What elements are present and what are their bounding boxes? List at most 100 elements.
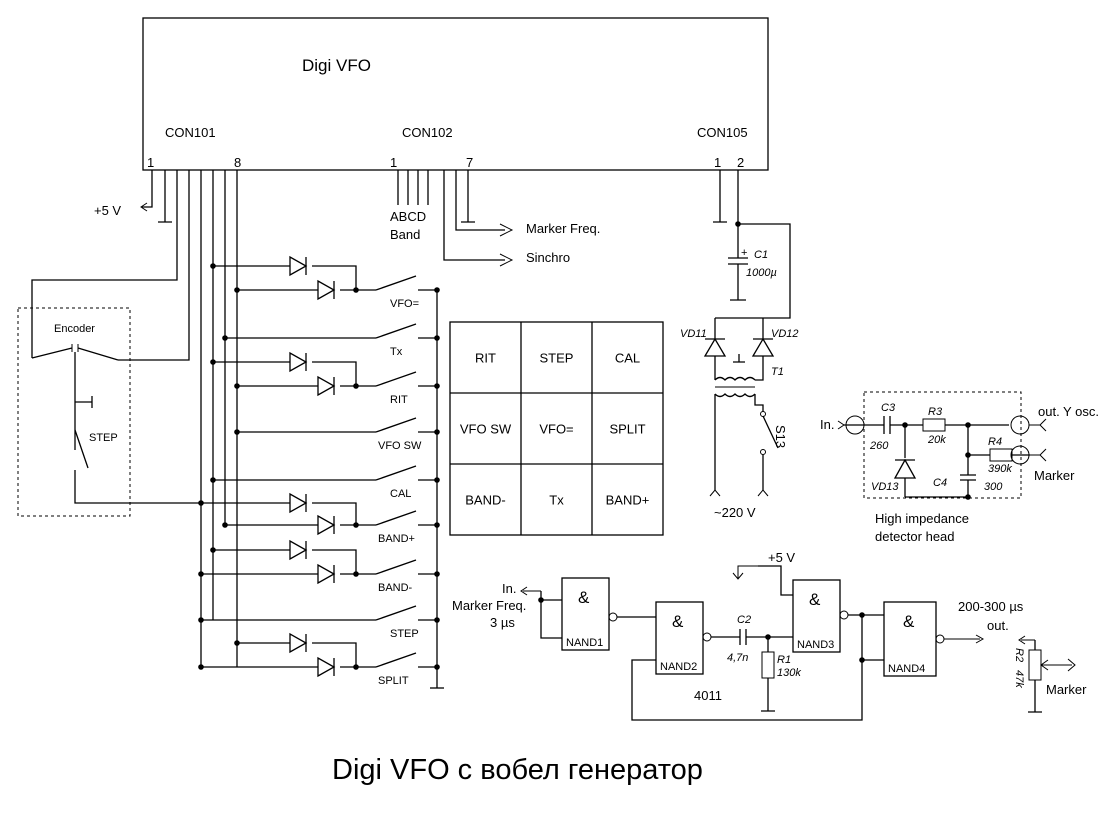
junction-dot — [234, 429, 240, 435]
switch-label: STEP — [390, 628, 419, 640]
detector-head: In. C3 260 R3 20k VD13 C4 300 R4 390k ou… — [820, 391, 1099, 544]
junction-dot — [234, 287, 240, 293]
mg-out-1: 200-300 µs — [958, 599, 1024, 614]
switch-label: VFO= — [390, 298, 419, 310]
diagram-caption: Digi VFO с вобел генератор — [332, 754, 703, 786]
c3-value: 260 — [869, 440, 889, 452]
junction-dot — [210, 547, 216, 553]
junction-dot — [353, 383, 359, 389]
diode-wire — [237, 642, 357, 667]
marker-freq-label: Marker Freq. — [526, 221, 600, 236]
switch-contact — [375, 323, 417, 339]
con101-label: CON101 — [165, 125, 216, 140]
junction-dot — [198, 571, 204, 577]
switch-contact — [375, 417, 417, 433]
diode-symbol — [317, 375, 336, 397]
r1-value: 130k — [777, 667, 801, 679]
diode-wire — [213, 265, 357, 290]
switch-contact — [375, 559, 417, 575]
junction-dot — [198, 664, 204, 670]
switch-label: Tx — [390, 346, 403, 358]
vd13-label: VD13 — [871, 481, 899, 493]
c4-value: 300 — [984, 481, 1003, 493]
junction-dot — [198, 617, 204, 623]
c1-value: 1000µ — [746, 267, 777, 279]
mains-label: ~220 V — [714, 505, 756, 520]
junction-dot — [210, 359, 216, 365]
det-caption-2: detector head — [875, 529, 955, 544]
switch-label: RIT — [390, 394, 408, 406]
diode-symbol — [289, 255, 308, 277]
con105-label: CON105 — [697, 125, 748, 140]
abcd-label: ABCD — [390, 209, 426, 224]
c3-label: C3 — [881, 402, 896, 414]
diode-wire — [213, 361, 357, 386]
junction-dot — [222, 522, 228, 528]
diode-symbol — [289, 632, 308, 654]
t1-label: T1 — [771, 366, 784, 378]
mg-out-2: out. — [987, 618, 1009, 633]
c1-label: C1 — [754, 249, 768, 261]
r2-label: R2 — [1013, 648, 1025, 662]
diode-symbol — [289, 492, 308, 514]
pin-label: 1 — [390, 155, 397, 170]
nand2-symbol: & — [672, 612, 684, 631]
nand1-symbol: & — [578, 588, 590, 607]
switch-label: CAL — [390, 488, 411, 500]
power-supply: + C1 1000µ VD11 VD12 T1 S13 ~220 V — [680, 170, 799, 520]
marker-generator: In. Marker Freq. 3 µs & NAND1 & NAND2 C2… — [452, 550, 1087, 721]
digi-vfo-block: Digi VFO CON101 CON102 CON105 1 8 1 7 1 … — [142, 17, 769, 171]
con102-label: CON102 — [402, 125, 453, 140]
keypad-key: RIT — [475, 351, 496, 366]
det-in-label: In. — [820, 417, 834, 432]
diode-symbol — [289, 351, 308, 373]
switch-contact — [375, 605, 417, 621]
mg-in-freq: Marker Freq. — [452, 598, 526, 613]
junction-dot — [434, 335, 440, 341]
junction-dot — [234, 640, 240, 646]
junction-dot — [434, 522, 440, 528]
junction-dot — [353, 287, 359, 293]
junction-dot — [210, 263, 216, 269]
pin-label: 7 — [466, 155, 473, 170]
r3-value: 20k — [927, 434, 946, 446]
nand2-label: NAND2 — [660, 661, 697, 673]
r2-value: 47k — [1013, 670, 1025, 688]
junction-dot — [434, 617, 440, 623]
plus-sign: + — [741, 247, 747, 259]
junction-dot — [353, 522, 359, 528]
junction-dot — [434, 477, 440, 483]
keypad-key: STEP — [540, 351, 574, 366]
nand4-label: NAND4 — [888, 663, 925, 675]
keypad-key: BAND+ — [606, 493, 650, 508]
switch-contact — [375, 652, 417, 668]
diode-symbol — [317, 514, 336, 536]
switch-label: SPLIT — [378, 675, 409, 687]
diode-symbol — [289, 539, 308, 561]
keypad-key: VFO= — [539, 422, 573, 437]
keypad-key: CAL — [615, 351, 640, 366]
pin-label: 1 — [147, 155, 154, 170]
vd12-label: VD12 — [771, 328, 799, 340]
switch-label: BAND- — [378, 582, 413, 594]
switch-contact — [375, 371, 417, 387]
nand3-symbol: & — [809, 590, 821, 609]
junction-dot — [434, 664, 440, 670]
c2-label: C2 — [737, 614, 751, 626]
diode-symbol — [317, 563, 336, 585]
det-caption-1: High impedance — [875, 511, 969, 526]
keypad-key: BAND- — [465, 493, 505, 508]
r4-label: R4 — [988, 436, 1002, 448]
mg-in-label: In. — [502, 581, 516, 596]
c2-value: 4,7n — [727, 652, 748, 664]
supply-label: +5 V — [94, 203, 121, 218]
c4-label: C4 — [933, 477, 947, 489]
r3-label: R3 — [928, 406, 943, 418]
mg-supply-label: +5 V — [768, 550, 795, 565]
mg-in-time: 3 µs — [490, 615, 515, 630]
con102-wiring: ABCD Band Marker Freq. Sinchro — [390, 170, 600, 267]
keypad-key: SPLIT — [609, 422, 645, 437]
pin-label: 1 — [714, 155, 721, 170]
